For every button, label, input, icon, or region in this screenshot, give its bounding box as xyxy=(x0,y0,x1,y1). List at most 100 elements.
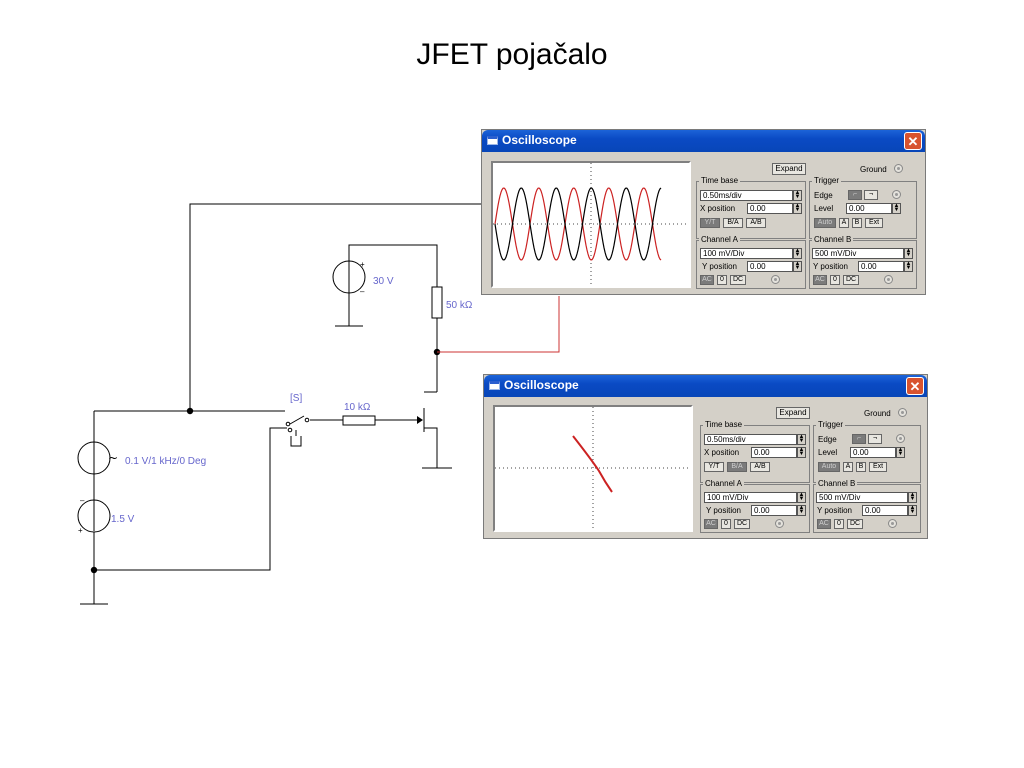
channel-b-y-position-spinner[interactable]: ▲▼ xyxy=(908,505,917,516)
channel-a-y-position-field[interactable]: 0.00 xyxy=(747,261,793,272)
trigger-a-button[interactable]: A xyxy=(839,218,849,228)
mode-ab-button[interactable]: A/B xyxy=(750,462,770,472)
ground-radio[interactable] xyxy=(898,408,907,417)
x-position-label: X position xyxy=(704,448,740,457)
channel-a-y-position-field[interactable]: 0.00 xyxy=(751,505,797,516)
channel-b-scale-spinner[interactable]: ▲▼ xyxy=(908,492,917,503)
trigger-ext-button[interactable]: Ext xyxy=(869,462,887,472)
label-switch: [S] xyxy=(290,393,302,404)
trigger-legend: Trigger xyxy=(816,420,846,429)
channel-a-dc-button[interactable]: DC xyxy=(734,519,750,529)
edge-radio[interactable] xyxy=(892,190,901,199)
time-base-legend: Time base xyxy=(699,176,741,185)
channel-b-radio[interactable] xyxy=(884,275,893,284)
time-base-spinner[interactable]: ▲▼ xyxy=(793,190,802,201)
channel-b-y-position-field[interactable]: 0.00 xyxy=(858,261,904,272)
trigger-level-spinner[interactable]: ▲▼ xyxy=(892,203,901,214)
channel-a-radio[interactable] xyxy=(775,519,784,528)
channel-b-scale-field[interactable]: 500 mV/Div xyxy=(816,492,908,503)
time-base-legend: Time base xyxy=(703,420,745,429)
x-position-field[interactable]: 0.00 xyxy=(747,203,793,214)
channel-b-dc-button[interactable]: DC xyxy=(847,519,863,529)
channel-a-zero-button[interactable]: 0 xyxy=(717,275,727,285)
trigger-level-field[interactable]: 0.00 xyxy=(850,447,896,458)
trigger-b-button[interactable]: B xyxy=(852,218,862,228)
x-position-spinner[interactable]: ▲▼ xyxy=(797,447,806,458)
time-base-field[interactable]: 0.50ms/div xyxy=(704,434,797,445)
falling-edge-icon[interactable]: ¬ xyxy=(864,190,878,200)
edge-label: Edge xyxy=(818,435,837,444)
trigger-a-button[interactable]: A xyxy=(843,462,853,472)
control-panel: Expand Ground Time base 0.50ms/div ▲▼ X … xyxy=(694,161,924,291)
mode-ab-button[interactable]: A/B xyxy=(746,218,766,228)
oscilloscope-window-2[interactable]: Oscilloscope ✕ Expand Ground Time base 0… xyxy=(483,374,928,539)
wire-bottom xyxy=(94,427,287,571)
x-position-field[interactable]: 0.00 xyxy=(751,447,797,458)
label-supply-voltage: 30 V xyxy=(373,276,394,287)
close-button[interactable]: ✕ xyxy=(904,132,922,150)
ground-radio[interactable] xyxy=(894,164,903,173)
channel-a-dc-button[interactable]: DC xyxy=(730,275,746,285)
trigger-group: Trigger Edge ⌐ ¬ Level 0.00 ▲▼ Auto A B … xyxy=(809,176,917,239)
x-position-label: X position xyxy=(700,204,736,213)
trigger-level-spinner[interactable]: ▲▼ xyxy=(896,447,905,458)
jfet-gate-arrow xyxy=(417,416,423,424)
time-base-spinner[interactable]: ▲▼ xyxy=(797,434,806,445)
channel-a-zero-button[interactable]: 0 xyxy=(721,519,731,529)
rising-edge-icon[interactable]: ⌐ xyxy=(848,190,862,200)
channel-a-radio[interactable] xyxy=(771,275,780,284)
channel-a-y-position-label: Y position xyxy=(702,262,737,271)
channel-a-scale-field[interactable]: 100 mV/Div xyxy=(700,248,793,259)
oscilloscope-screen xyxy=(493,405,693,532)
control-panel: Expand Ground Time base 0.50ms/div ▲▼ X … xyxy=(698,405,928,535)
channel-b-scale-spinner[interactable]: ▲▼ xyxy=(904,248,913,259)
ground-label: Ground xyxy=(860,165,887,174)
x-position-spinner[interactable]: ▲▼ xyxy=(793,203,802,214)
trigger-auto-button[interactable]: Auto xyxy=(818,462,840,472)
channel-b-ac-button[interactable]: AC xyxy=(813,275,827,285)
trigger-level-field[interactable]: 0.00 xyxy=(846,203,892,214)
rising-edge-icon[interactable]: ⌐ xyxy=(852,434,866,444)
edge-radio[interactable] xyxy=(896,434,905,443)
title-bar[interactable]: Oscilloscope ✕ xyxy=(482,130,925,152)
wire-input-to-scope xyxy=(189,203,484,411)
mode-ba-button[interactable]: B/A xyxy=(727,462,747,472)
channel-b-zero-button[interactable]: 0 xyxy=(834,519,844,529)
channel-b-legend: Channel B xyxy=(812,235,854,244)
slide-title: JFET pojačalo xyxy=(416,38,608,71)
time-base-field[interactable]: 0.50ms/div xyxy=(700,190,793,201)
channel-b-y-position-spinner[interactable]: ▲▼ xyxy=(904,261,913,272)
expand-button[interactable]: Expand xyxy=(776,407,810,419)
trigger-ext-button[interactable]: Ext xyxy=(865,218,883,228)
falling-edge-icon[interactable]: ¬ xyxy=(868,434,882,444)
channel-b-group: Channel B 500 mV/Div ▲▼ Y position 0.00 … xyxy=(809,235,917,289)
channel-b-radio[interactable] xyxy=(888,519,897,528)
mode-yt-button[interactable]: Y/T xyxy=(700,218,720,228)
window-title: Oscilloscope xyxy=(504,378,579,392)
channel-b-zero-button[interactable]: 0 xyxy=(830,275,840,285)
close-button[interactable]: ✕ xyxy=(906,377,924,395)
title-bar[interactable]: Oscilloscope ✕ xyxy=(484,375,927,397)
mode-ba-button[interactable]: B/A xyxy=(723,218,743,228)
channel-a-ac-button[interactable]: AC xyxy=(700,275,714,285)
channel-b-scale-field[interactable]: 500 mV/Div xyxy=(812,248,904,259)
svg-text:–: – xyxy=(360,287,365,296)
channel-a-legend: Channel A xyxy=(703,479,744,488)
trigger-auto-button[interactable]: Auto xyxy=(814,218,836,228)
channel-b-y-position-field[interactable]: 0.00 xyxy=(862,505,908,516)
junction-bottom xyxy=(90,566,98,574)
channel-a-scale-field[interactable]: 100 mV/Div xyxy=(704,492,797,503)
channel-a-scale-spinner[interactable]: ▲▼ xyxy=(797,492,806,503)
expand-button[interactable]: Expand xyxy=(772,163,806,175)
channel-a-scale-spinner[interactable]: ▲▼ xyxy=(793,248,802,259)
oscilloscope-window-1[interactable]: Oscilloscope ✕ Expand Ground Time base 0… xyxy=(481,129,926,295)
channel-a-y-position-spinner[interactable]: ▲▼ xyxy=(797,505,806,516)
trigger-b-button[interactable]: B xyxy=(856,462,866,472)
channel-a-ac-button[interactable]: AC xyxy=(704,519,718,529)
trace-b-vs-a xyxy=(572,435,613,493)
mode-yt-button[interactable]: Y/T xyxy=(704,462,724,472)
channel-b-dc-button[interactable]: DC xyxy=(843,275,859,285)
channel-a-y-position-spinner[interactable]: ▲▼ xyxy=(793,261,802,272)
channel-b-ac-button[interactable]: AC xyxy=(817,519,831,529)
